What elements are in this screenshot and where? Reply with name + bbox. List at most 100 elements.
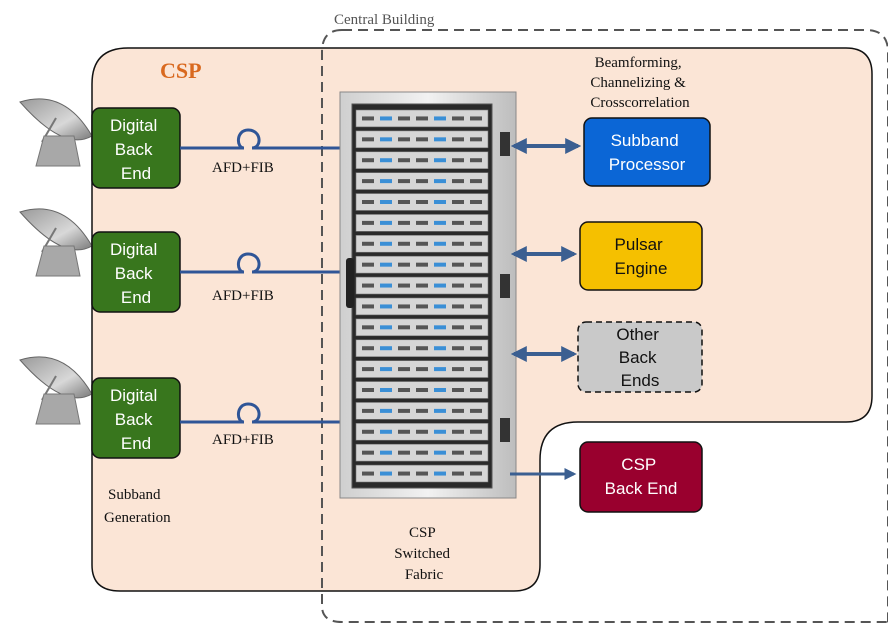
digital-back-end-1: Digital Back End bbox=[91, 107, 181, 189]
rack-unit-bay bbox=[362, 179, 374, 184]
pulsar-engine-line-1: Pulsar bbox=[615, 235, 664, 254]
rack-unit-bay bbox=[416, 346, 428, 351]
satellite-dish-icon bbox=[19, 208, 93, 277]
dbe-line-2: Back bbox=[115, 264, 153, 283]
rack-unit-bay bbox=[362, 283, 374, 288]
dbe-line-3: End bbox=[121, 288, 151, 307]
rack-unit-bay bbox=[470, 179, 482, 184]
rack-unit-bay bbox=[470, 158, 482, 163]
rack-unit-bay bbox=[452, 471, 464, 476]
rack-unit-bay bbox=[416, 262, 428, 267]
dbe-line-1: Digital bbox=[110, 386, 157, 405]
link-label-2: AFD+FIB bbox=[212, 288, 274, 304]
svg-text:Subband Processor: Subband Processor bbox=[609, 131, 686, 174]
rack-unit-bay bbox=[380, 367, 392, 372]
rack-unit-bay bbox=[452, 325, 464, 330]
rack-unit-bay bbox=[434, 262, 446, 267]
rack-unit-bay bbox=[380, 325, 392, 330]
rack-unit-bay bbox=[380, 304, 392, 309]
rack-unit-bay bbox=[452, 158, 464, 163]
fiber-link-3 bbox=[180, 402, 344, 424]
rack-unit-bay bbox=[398, 325, 410, 330]
rack-unit-bay bbox=[452, 408, 464, 413]
rack-unit-bay bbox=[380, 388, 392, 392]
rack-unit-bay bbox=[380, 346, 392, 351]
rack-unit-bay bbox=[470, 241, 482, 246]
rack-unit-bay bbox=[416, 388, 428, 392]
rack-unit-bay bbox=[434, 325, 446, 330]
csp-back-end-line-1: CSP bbox=[621, 455, 656, 474]
rack-unit-bay bbox=[380, 429, 392, 434]
svg-text:Digital Back End: Digital Back End bbox=[110, 240, 162, 307]
rack-unit-bay bbox=[470, 346, 482, 351]
csp-back-end-box: CSP Back End bbox=[579, 441, 703, 513]
rack-unit-bay bbox=[398, 388, 410, 392]
rack-unit-bay bbox=[398, 367, 410, 372]
rack-unit-bay bbox=[452, 450, 464, 455]
subband-processor-line-1: Subband bbox=[611, 131, 679, 150]
rack-unit-bay bbox=[362, 471, 374, 476]
rack-unit-bay bbox=[434, 450, 446, 455]
rack-unit-bay bbox=[452, 367, 464, 372]
beamforming-line-3: Crosscorrelation bbox=[590, 95, 690, 111]
rack-unit-bay bbox=[452, 388, 464, 392]
rack-unit-bay bbox=[362, 241, 374, 246]
rack-unit-bay bbox=[398, 346, 410, 351]
rack-unit-bay bbox=[416, 241, 428, 246]
svg-text:Other Back Ends: Other Back Ends bbox=[616, 325, 663, 390]
rack-unit-bay bbox=[434, 283, 446, 288]
rack-unit-bay bbox=[452, 304, 464, 309]
other-back-ends-line-3: Ends bbox=[621, 371, 660, 390]
rack-unit-bay bbox=[398, 200, 410, 204]
rack-unit-bay bbox=[380, 450, 392, 455]
fabric-label: CSP Switched Fabric bbox=[394, 525, 454, 583]
svg-text:Digital Back End: Digital Back End bbox=[110, 386, 162, 453]
rack-unit-bay bbox=[470, 450, 482, 455]
central-building-label: Central Building bbox=[334, 12, 435, 28]
rack-unit-bay bbox=[398, 158, 410, 163]
rack-unit-bay bbox=[434, 304, 446, 309]
rack-unit-bay bbox=[398, 241, 410, 246]
rack-unit-bay bbox=[434, 429, 446, 434]
rack-unit-bay bbox=[380, 241, 392, 246]
rack-unit-bay bbox=[434, 388, 446, 392]
rack-unit-bay bbox=[380, 262, 392, 267]
rack-unit-bay bbox=[398, 283, 410, 288]
rack-unit-bay bbox=[434, 137, 446, 142]
link-label-1: AFD+FIB bbox=[212, 160, 274, 176]
digital-back-end-2: Digital Back End bbox=[91, 231, 181, 313]
beamforming-line-1: Beamforming, bbox=[595, 55, 682, 71]
rack-unit-bay bbox=[416, 179, 428, 184]
rack-unit-bay bbox=[470, 283, 482, 288]
dbe-line-3: End bbox=[121, 164, 151, 183]
svg-text:Pulsar Engine: Pulsar Engine bbox=[615, 235, 668, 278]
rack-unit-bay bbox=[362, 408, 374, 413]
rack-unit-bay bbox=[362, 346, 374, 351]
pulsar-engine-line-2: Engine bbox=[615, 259, 668, 278]
rack-unit-bay bbox=[416, 471, 428, 476]
subband-processor-line-2: Processor bbox=[609, 155, 686, 174]
rack-unit-bay bbox=[470, 262, 482, 267]
rack-unit-bay bbox=[434, 116, 446, 121]
subband-generation-line-2: Generation bbox=[104, 510, 171, 526]
rack-unit-bay bbox=[398, 471, 410, 476]
rack-unit-bay bbox=[434, 158, 446, 163]
rack-unit-bay bbox=[362, 325, 374, 330]
svg-text:Digital Back End: Digital Back End bbox=[110, 116, 162, 183]
rack-unit-bay bbox=[398, 179, 410, 184]
rack-unit-bay bbox=[398, 137, 410, 142]
rack-unit-bay bbox=[380, 408, 392, 413]
rack-unit-bay bbox=[380, 471, 392, 476]
rack-unit-bay bbox=[452, 241, 464, 246]
rack-unit-bay bbox=[452, 137, 464, 142]
rack-unit-bay bbox=[470, 304, 482, 309]
dbe-line-1: Digital bbox=[110, 116, 157, 135]
subband-processor-box: Subband Processor bbox=[583, 117, 711, 187]
satellite-dish-icon bbox=[19, 356, 93, 425]
digital-back-end-3: Digital Back End bbox=[91, 377, 181, 459]
rack-unit-bay bbox=[434, 408, 446, 413]
rack-unit-bay bbox=[452, 220, 464, 225]
other-back-ends-line-2: Back bbox=[619, 348, 657, 367]
rack-unit-bay bbox=[380, 116, 392, 121]
